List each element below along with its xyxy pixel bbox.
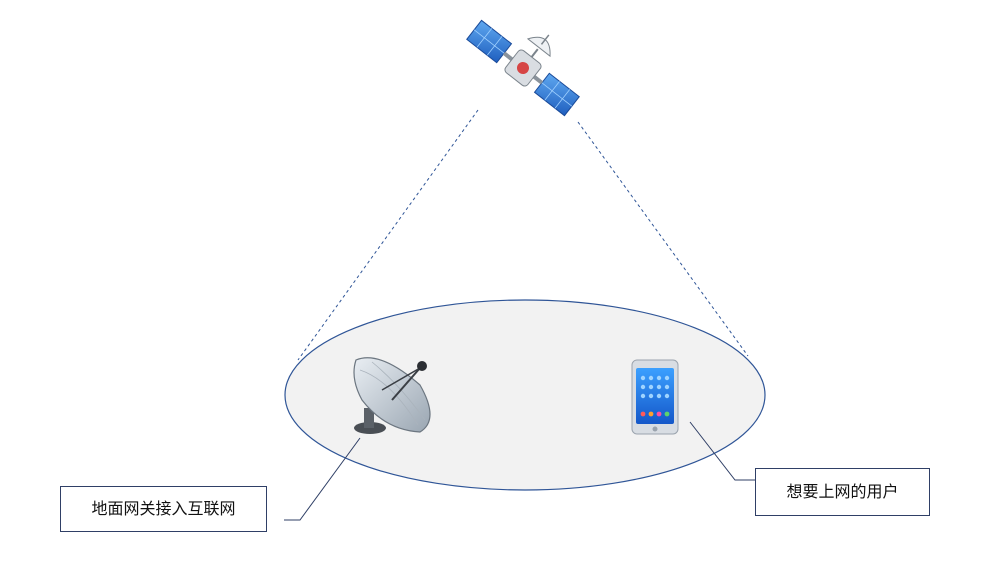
coverage-area: [284, 299, 766, 491]
callout-line-user: [689, 421, 756, 481]
user-label: 想要上网的用户: [755, 468, 930, 516]
smartphone-icon: [631, 359, 679, 435]
satellite-icon: [466, 19, 580, 117]
gateway-label: 地面网关接入互联网: [60, 486, 267, 532]
callout-line-gateway: [284, 437, 361, 521]
satellite-dish-icon: [353, 357, 431, 434]
beam-line-right: [577, 121, 749, 357]
